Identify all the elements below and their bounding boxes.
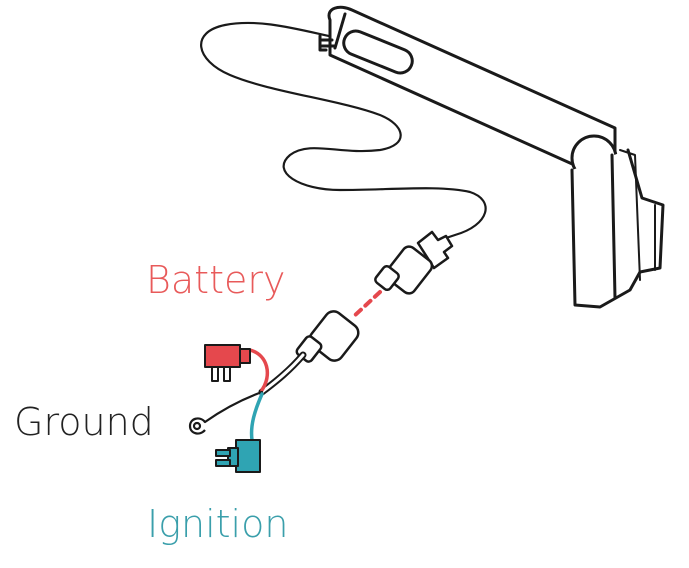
power-connector-icon [374,230,454,295]
power-cable [200,21,487,242]
fuse-tap-icon [204,344,251,382]
ignition-label: Ignition [147,502,289,546]
ground-label: Ground [14,400,154,444]
battery-label: Battery [146,258,286,302]
fuse-tap-icon [215,439,261,473]
ring-terminal-icon [188,417,206,435]
power-connector-female-icon [258,310,360,396]
ground-wire [203,390,264,424]
mirror-mount-bracket-icon [318,5,665,309]
connection-dashed-line [350,290,382,320]
ignition-wire [249,392,264,442]
